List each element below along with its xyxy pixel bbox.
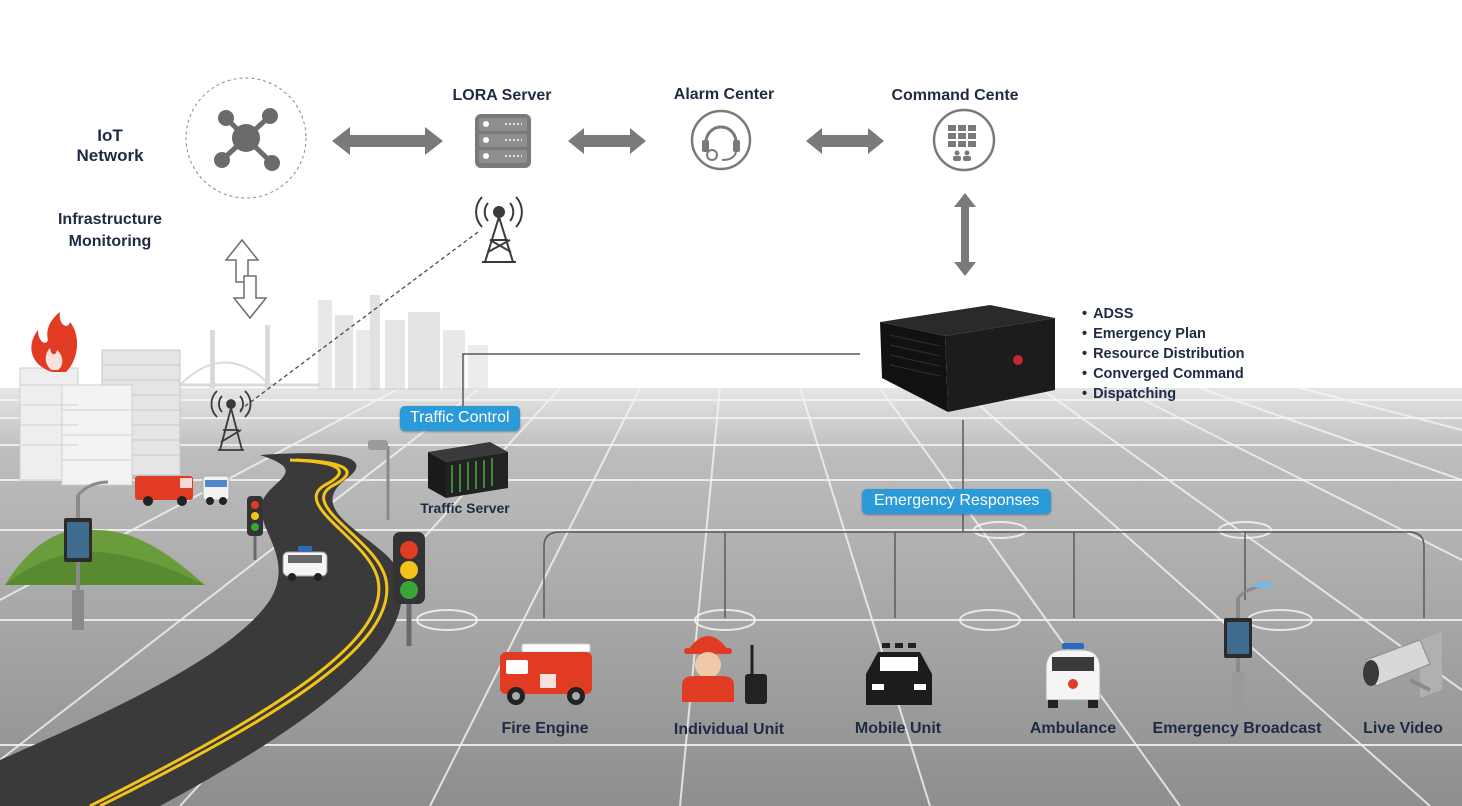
iot-network-title: IoT Network — [76, 126, 143, 166]
iot-network-icon — [185, 77, 307, 199]
mobile-unit-police-icon — [866, 643, 932, 705]
infrastructure-label-line1: Infrastructure — [57, 211, 163, 228]
fire-engine-icon — [500, 643, 592, 705]
traffic-light-small — [247, 496, 263, 560]
feature-item: ADSS — [1082, 304, 1245, 324]
lora-server-title: LORA Server — [452, 87, 552, 104]
individual-unit-icon — [682, 636, 767, 704]
command-center-wall-icon — [932, 108, 996, 172]
feature-item: Dispatching — [1082, 384, 1245, 404]
connection-arrows — [332, 127, 976, 276]
unit-label-mobile-unit: Mobile Unit — [854, 720, 942, 737]
city-radio-tower-icon — [210, 390, 252, 451]
lora-server-icon — [475, 114, 531, 168]
alarm-center-headset-icon — [690, 109, 752, 171]
connector-lines — [462, 353, 1425, 618]
iot-network-title-line1: IoT — [97, 126, 123, 145]
fire-truck-small-icon — [135, 476, 193, 506]
traffic-control-badge: Traffic Control — [400, 406, 520, 431]
command-center-title: Command Cente — [891, 87, 1019, 104]
infrastructure-label-line2: Monitoring — [68, 233, 152, 250]
office-buildings — [19, 349, 181, 486]
arrow-iot-infrastructure — [224, 238, 268, 320]
live-video-camera-icon — [1363, 632, 1442, 698]
wireless-link — [239, 231, 479, 411]
road-camera-icon — [368, 440, 390, 520]
police-car-small-icon — [282, 546, 328, 581]
arrow-lora-alarm — [568, 128, 646, 154]
central-server-box — [880, 305, 1055, 412]
unit-label-individual-unit: Individual Unit — [673, 721, 785, 738]
arrow-command-server — [954, 193, 976, 276]
ambulance-small-icon — [202, 475, 230, 505]
feature-item: Converged Command — [1082, 364, 1245, 384]
city-skyline — [170, 295, 488, 390]
emergency-broadcast-icon — [1224, 582, 1272, 710]
ambulance-icon — [1045, 643, 1101, 708]
infrastructure-monitoring-label: Infrastructure Monitoring — [58, 209, 162, 253]
green-hill — [5, 529, 205, 585]
alarm-center-title: Alarm Center — [673, 86, 775, 103]
traffic-light-large — [393, 532, 425, 646]
traffic-server-box — [428, 442, 508, 498]
unit-label-live-video: Live Video — [1363, 720, 1443, 737]
traffic-server-label: Traffic Server — [420, 500, 510, 516]
radio-tower-icon — [475, 196, 523, 263]
iot-network-title-line2: Network — [76, 146, 144, 165]
arrow-alarm-command — [806, 128, 884, 154]
feature-item: Resource Distribution — [1082, 344, 1244, 364]
left-broadcast-pole-icon — [64, 480, 109, 630]
arrow-iot-lora — [332, 127, 443, 155]
unit-label-ambulance: Ambulance — [1029, 720, 1117, 737]
fire-flame-icon — [31, 312, 78, 372]
road — [0, 453, 403, 806]
feature-item: Emergency Plan — [1082, 324, 1245, 344]
central-server-feature-list: ADSS Emergency Plan Resource Distributio… — [1082, 304, 1245, 404]
unit-label-emergency-broadcast: Emergency Broadcast — [1152, 720, 1322, 737]
unit-label-fire-engine: Fire Engine — [501, 720, 589, 737]
emergency-responses-badge: Emergency Responses — [862, 489, 1052, 514]
